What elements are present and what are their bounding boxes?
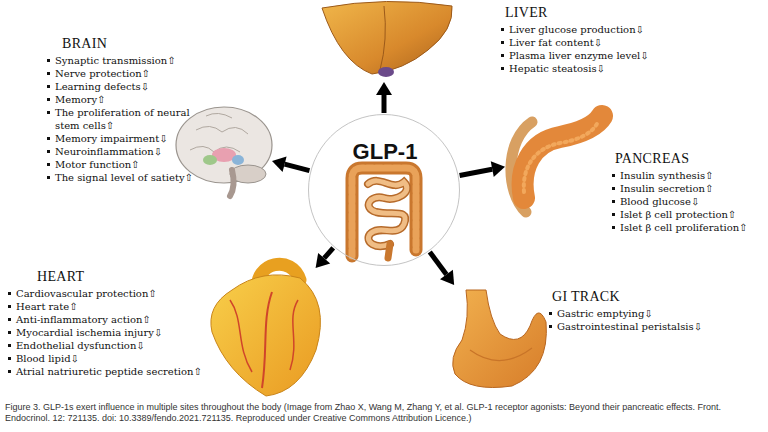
arrow-shaft [460,169,493,175]
arrow-shaft [285,164,310,170]
organ-heading: HEART [7,268,212,285]
hub-circle-fill [308,114,460,266]
stomach-fold [470,348,532,361]
organ-text-block: LIVER Liver glucose production⇩Liver fat … [500,4,688,75]
effect-bullet: Islet β cell protection⇧ [611,208,763,221]
effect-bullet: Nerve protection⇧ [46,67,204,80]
effect-bullet: Gastrointestinal peristalsis⇩ [548,320,763,333]
brain-gyri [190,113,248,152]
organ-text-block: HEART Cardiovascular protection⇧Heart rat… [7,268,212,378]
organ-panel: LIVER Liver glucose production⇩Liver fat … [318,0,690,82]
arrow-shaft [430,252,447,275]
organ-panel: GI TRACK Gastric emptying⇩Gastrointestina… [440,285,765,395]
stomach-illustration [453,290,547,388]
effect-bullet: Insulin secretion⇧ [611,182,763,195]
small-intestine [368,181,407,246]
arrow-connector [316,248,334,268]
effect-bullet: Blood lipid⇩ [7,352,212,365]
organ-heading: GI TRACK [548,288,763,305]
arrow-shaft [324,248,333,258]
effect-bullet: Synaptic transmission⇧ [46,54,204,67]
arrow-connector [430,252,454,285]
effect-bullet: Cardiovascular protection⇧ [7,287,212,300]
organ-heading: LIVER [500,4,688,21]
arrow-connector [460,161,505,177]
effect-bullet: Islet β cell proliferation⇧ [611,221,763,234]
organ-panel: HEART Cardiovascular protection⇧Heart rat… [5,268,322,400]
arrow-shaft [382,95,387,113]
effect-bullet: Gastric emptying⇩ [548,307,763,320]
arrow-head [491,161,505,177]
effect-bullet: Insulin synthesis⇧ [611,169,763,182]
hub-circle: GLP-1 [308,114,460,266]
effect-bullet: Myocardial ischemia injury⇩ [7,326,212,339]
effect-bullet: Motor function⇧ [46,158,204,171]
brain-illustration [176,107,272,183]
gallbladder [378,67,394,77]
pancreas-texture [524,122,598,192]
coronary-vessel [230,300,252,372]
organ-heading: PANCREAS [611,150,763,167]
large-intestine [352,168,416,256]
organ-heading: BRAIN [46,35,204,52]
small-intestine-outline [368,181,407,246]
effect-bullet: Plasma liver enzyme level⇩ [500,49,688,62]
hub-title: GLP-1 [309,139,461,165]
coronary-vessel [290,300,298,370]
arrow-head [376,82,392,95]
arrow-connector [376,82,392,113]
effect-bullet: Endothelial dysfunction⇩ [7,339,212,352]
pancreas-illustration [523,116,602,198]
brain-region [232,155,244,165]
brainstem [230,170,234,196]
effect-bullet: Learning defects⇩ [46,80,204,93]
effect-bullet: Liver glucose production⇩ [500,23,688,36]
effect-bullet: Anti-inflammatory action⇧ [7,313,212,326]
large-intestine-segments [352,168,416,256]
effect-bullet: Atrial natriuretic peptide secretion⇧ [7,365,212,378]
liver-ligament [380,6,385,70]
arrow-head [440,270,454,285]
heart-illustration [211,275,321,396]
organ-text-block: PANCREAS Insulin synthesis⇧Insulin secret… [611,150,763,234]
effect-bullet: Memory⇧ [46,93,204,106]
figure-caption: Figure 3. GLP-1s exert influence in mult… [5,402,763,424]
organ-text-block: BRAIN Synaptic transmission⇧Nerve protect… [46,35,204,184]
rectum [388,244,390,258]
arrow-head [272,156,287,171]
effect-bullet: The signal level of satiety⇧ [46,171,204,184]
effect-bullet: Liver fat content⇩ [500,36,688,49]
effect-bullet: Hepatic steatosis⇩ [500,62,688,75]
effect-bullet: Heart rate⇧ [7,300,212,313]
organ-text-block: GI TRACK Gastric emptying⇩Gastrointestina… [548,288,763,333]
brain-region [203,155,217,165]
arrow-connector [272,156,309,171]
effect-bullet: The proliferation of neural stem cells⇧ [46,106,204,132]
effect-bullet: Neuroinflammation⇩ [46,145,204,158]
effect-bullet: Memory impairment⇩ [46,132,204,145]
liver-illustration [322,1,452,74]
arrow-head [316,253,331,268]
coronary-vessel [262,292,272,388]
effect-bullet: Blood glucose⇩ [611,195,763,208]
organ-panel: PANCREAS Insulin synthesis⇧Insulin secret… [505,110,765,244]
organ-panel: BRAIN Synaptic transmission⇧Nerve protect… [40,35,272,207]
